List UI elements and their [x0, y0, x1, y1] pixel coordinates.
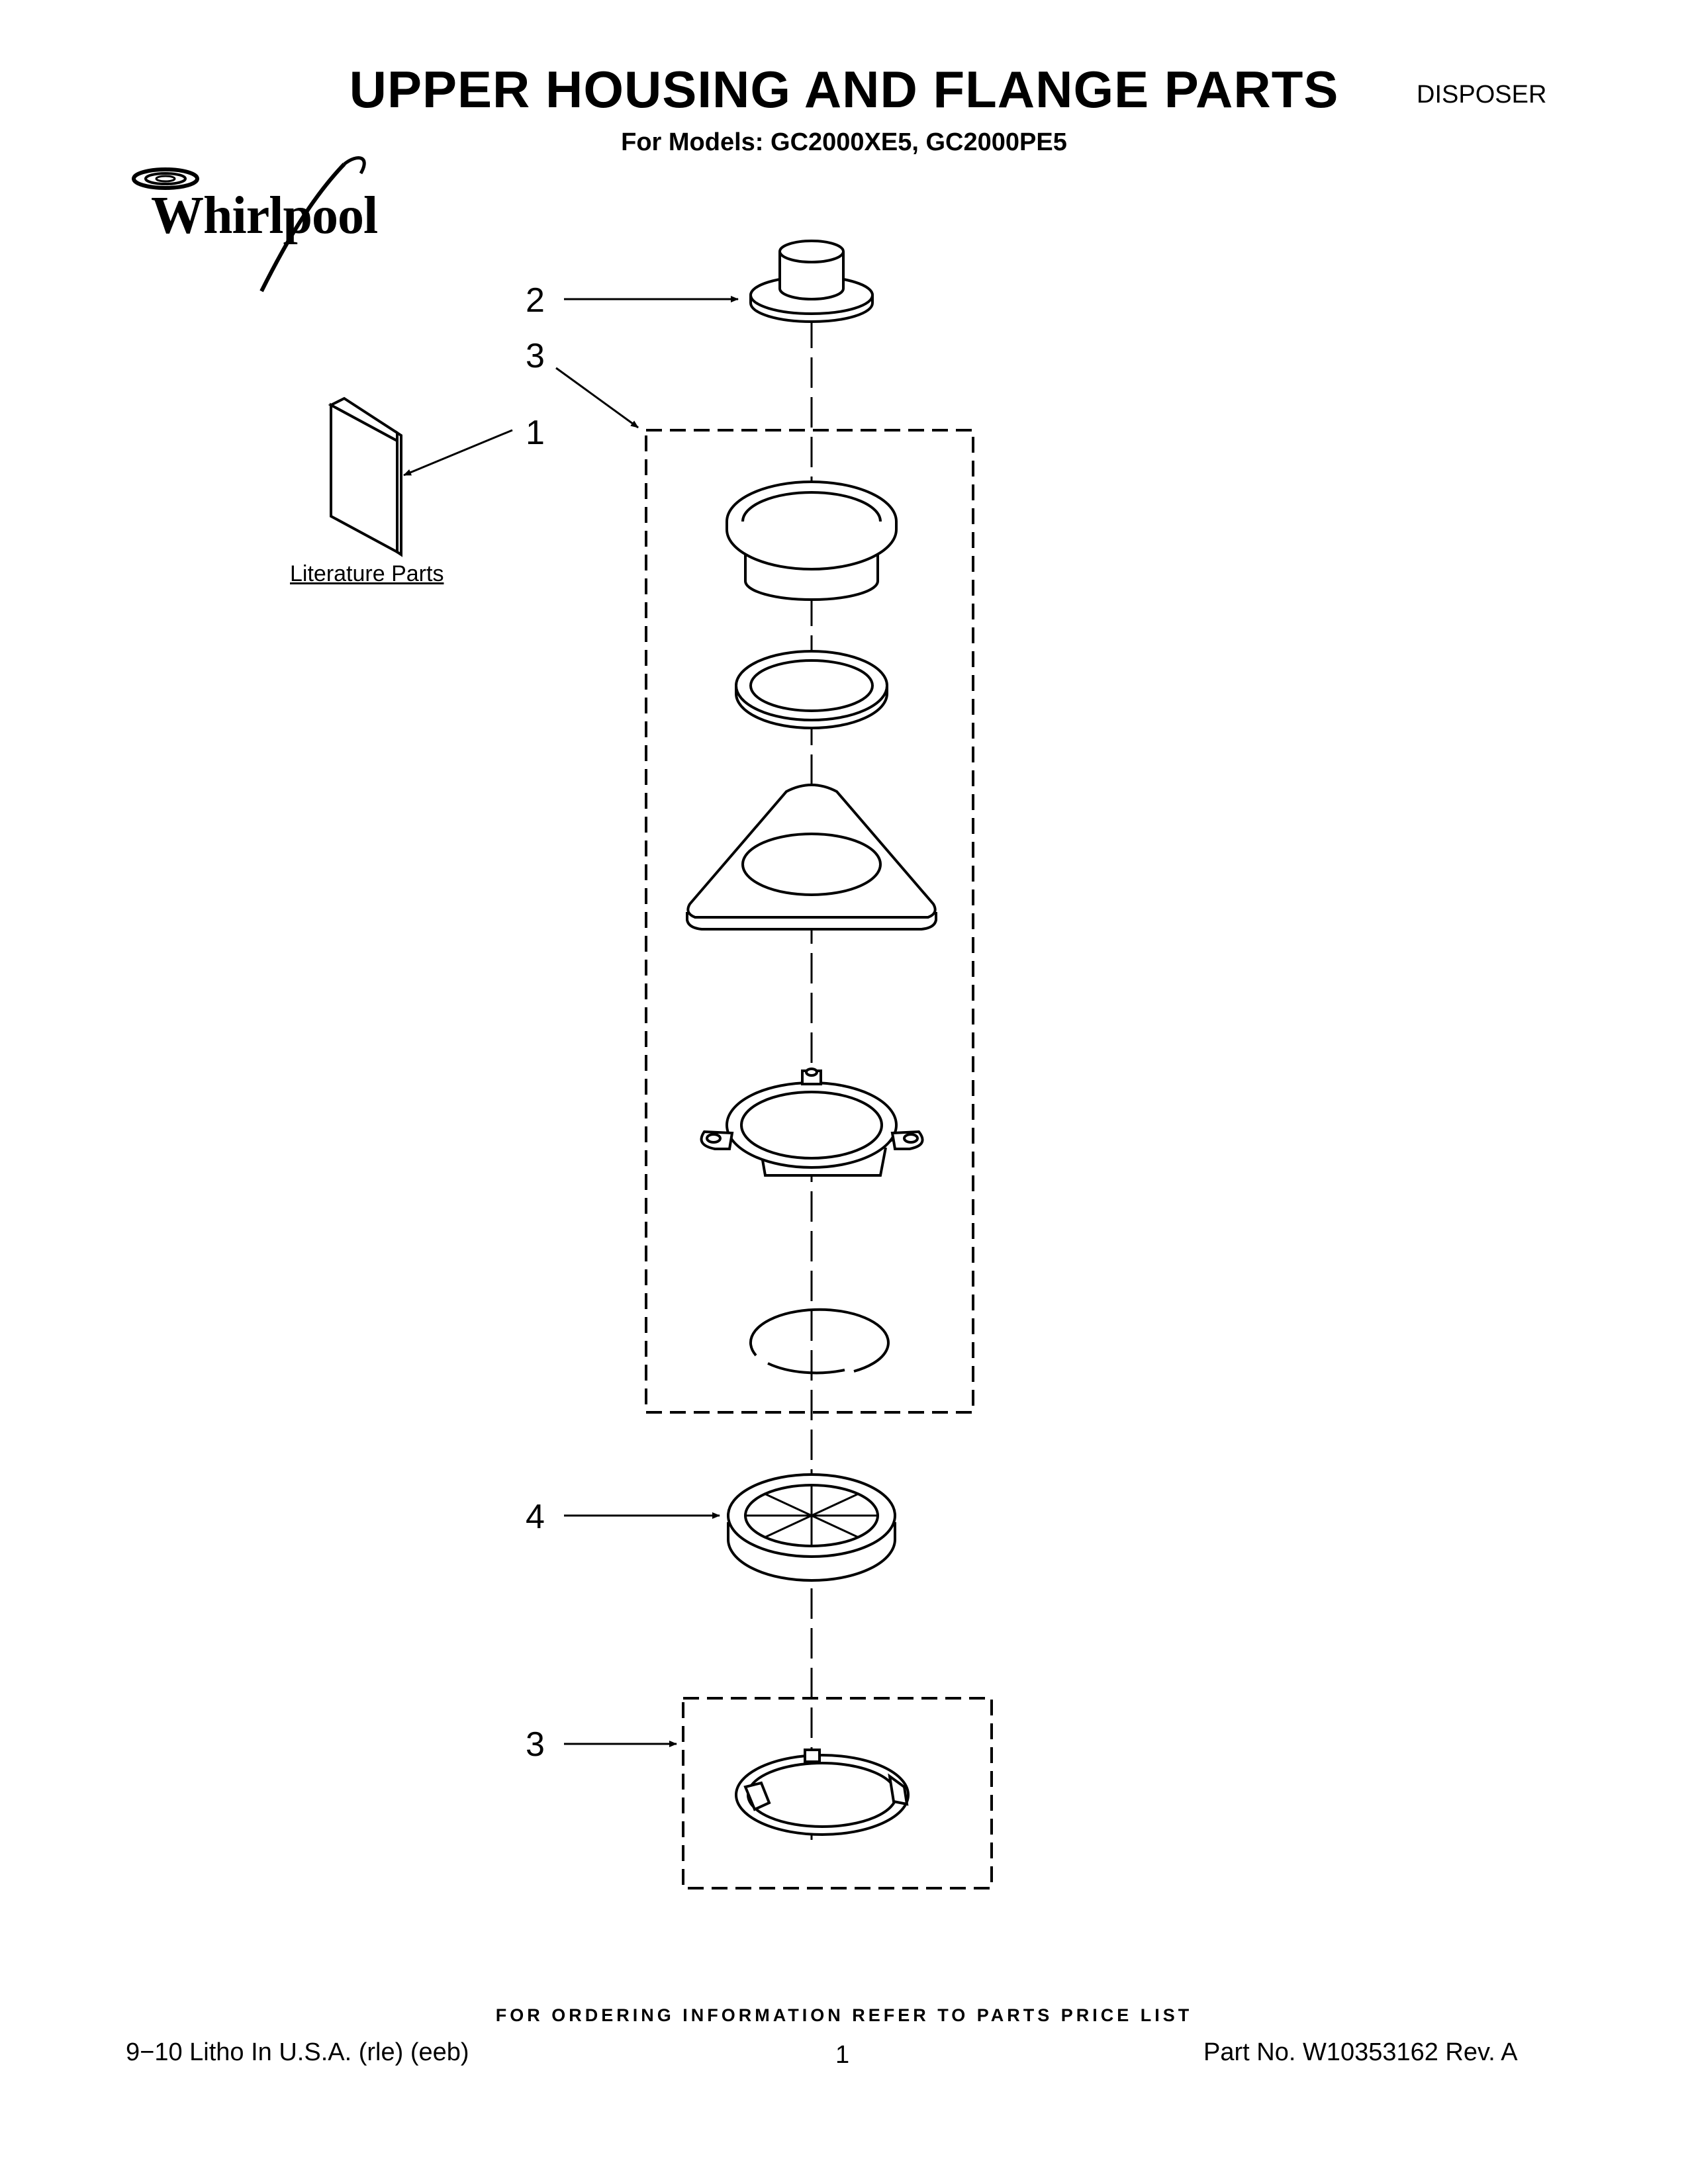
leader-1: [403, 429, 513, 477]
page-number: 1: [835, 2041, 850, 2069]
part-number: Part No. W10353162 Rev. A: [1203, 2038, 1518, 2066]
splash-guard-icon: [727, 1473, 896, 1582]
mounting-kit-box-lower: [682, 1697, 993, 1889]
leader-3-upper: [555, 367, 639, 429]
snap-ring-icon: [749, 1308, 890, 1375]
literature-booklet-icon: [328, 396, 402, 557]
literature-parts-label: Literature Parts: [290, 561, 444, 586]
litho-note: 9−10 Litho In U.S.A. (rle) (eeb): [126, 2038, 469, 2066]
stopper-icon: [749, 240, 874, 323]
callout-1: 1: [526, 414, 545, 452]
mounting-kit-box-upper: [645, 429, 974, 1414]
whirlpool-logo-icon: [132, 156, 366, 293]
callout-3-lower: 3: [526, 1725, 545, 1764]
callout-3-upper: 3: [526, 337, 545, 375]
models-subtitle: For Models: GC2000XE5, GC2000PE5: [621, 128, 1067, 156]
page-title: UPPER HOUSING AND FLANGE PARTS: [349, 60, 1339, 118]
lower-snap-ring-icon: [735, 1749, 910, 1836]
mounting-ring-icon: [700, 1068, 924, 1177]
callout-2: 2: [526, 281, 545, 320]
brand-wordmark: Whirlpool: [151, 187, 378, 245]
category-label: DISPOSER: [1417, 81, 1547, 109]
backup-flange-icon: [686, 784, 937, 931]
callout-4: 4: [526, 1498, 545, 1536]
sink-flange-icon: [726, 480, 898, 601]
ordering-note: FOR ORDERING INFORMATION REFER TO PARTS …: [495, 2005, 1193, 2025]
gasket-ring-icon: [735, 650, 888, 729]
